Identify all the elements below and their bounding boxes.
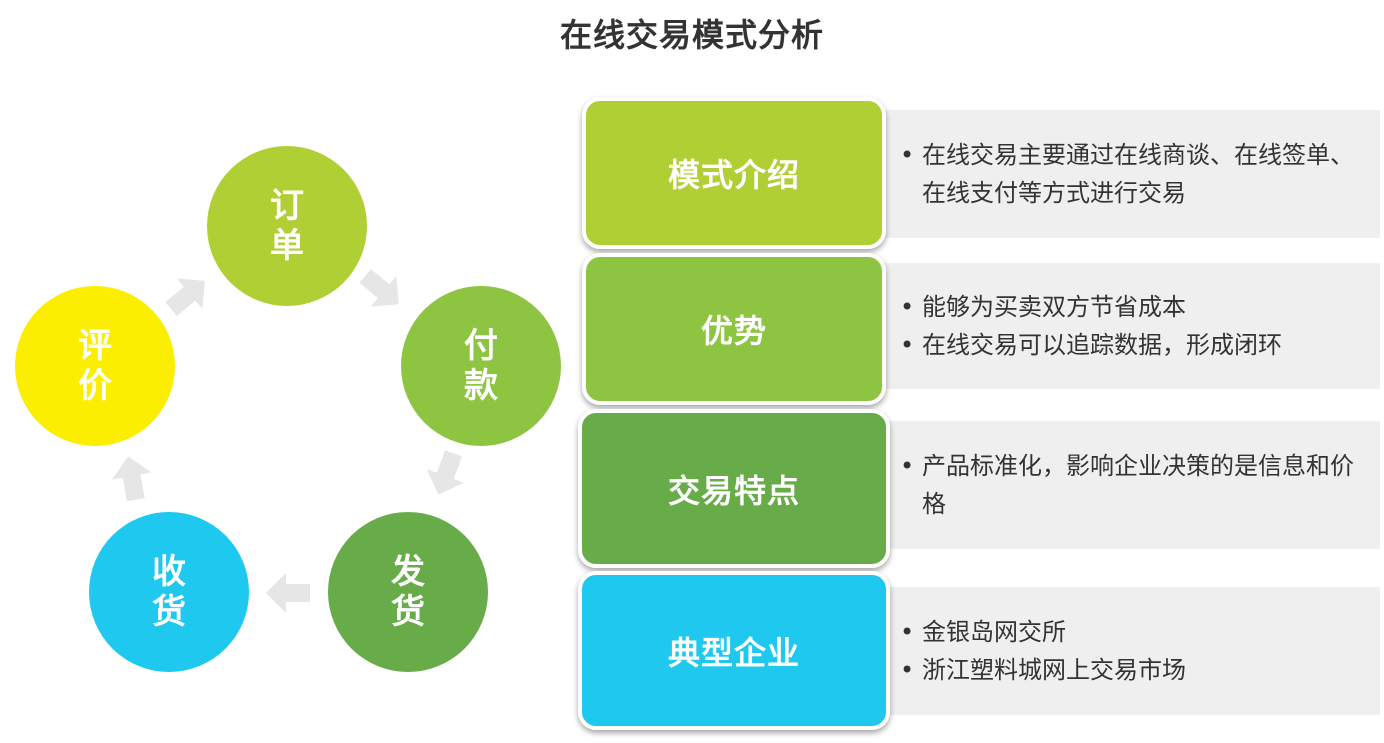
row-advantages-item: 在线交易可以追踪数据，形成闭环 <box>900 326 1370 364</box>
cycle-step-pay-char-1: 付 <box>464 326 498 366</box>
row-features-label: 交易特点 <box>578 409 890 568</box>
cycle-step-ship-char-1: 发 <box>391 552 425 592</box>
cycle-step-receive: 收 货 <box>89 512 249 672</box>
cycle-step-receive-char-1: 收 <box>152 552 186 592</box>
cycle-step-pay: 付 款 <box>401 286 561 446</box>
row-mode-intro-item: 在线交易主要通过在线商谈、在线签单、在线支付等方式进行交易 <box>900 136 1370 212</box>
row-advantages-item: 能够为买卖双方节省成本 <box>900 288 1370 326</box>
cycle-step-review-char-1: 评 <box>78 326 112 366</box>
cycle-step-ship: 发 货 <box>328 512 488 672</box>
cycle-step-receive-char-2: 货 <box>152 592 186 632</box>
row-mode-intro-label: 模式介绍 <box>582 97 886 249</box>
cycle-step-review-char-2: 价 <box>78 366 112 406</box>
row-features-item: 产品标准化，影响企业决策的是信息和价格 <box>900 447 1370 523</box>
row-typical-companies-label: 典型企业 <box>578 571 890 730</box>
row-features-description: 产品标准化，影响企业决策的是信息和价格 <box>880 421 1380 549</box>
row-advantages-label: 优势 <box>582 253 886 405</box>
row-advantages-description: 能够为买卖双方节省成本 在线交易可以追踪数据，形成闭环 <box>880 263 1380 389</box>
row-typical-companies-item: 金银岛网交所 <box>900 613 1370 651</box>
cycle-step-order-char-1: 订 <box>270 186 304 226</box>
row-typical-companies-item: 浙江塑料城网上交易市场 <box>900 651 1370 689</box>
cycle-step-ship-char-2: 货 <box>391 592 425 632</box>
page-title: 在线交易模式分析 <box>559 16 824 54</box>
cycle-step-review: 评 价 <box>15 286 175 446</box>
row-mode-intro-description: 在线交易主要通过在线商谈、在线签单、在线支付等方式进行交易 <box>880 110 1380 238</box>
cycle-step-order: 订 单 <box>207 146 367 306</box>
cycle-step-pay-char-2: 款 <box>464 366 498 406</box>
cycle-step-order-char-2: 单 <box>270 226 304 266</box>
row-typical-companies-description: 金银岛网交所 浙江塑料城网上交易市场 <box>880 587 1380 715</box>
